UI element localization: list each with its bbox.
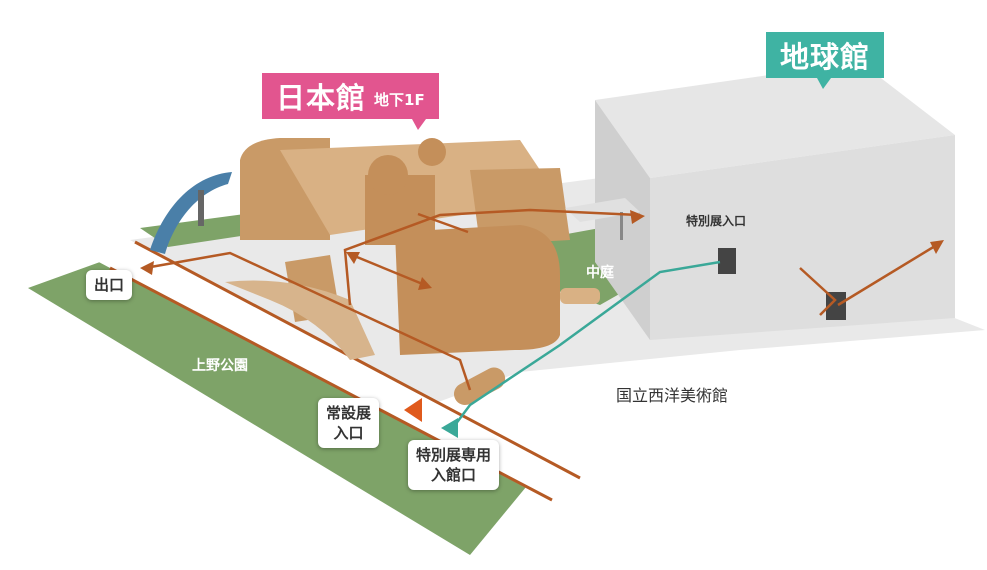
permanent-entrance-arrow	[404, 398, 422, 422]
route-chikyukan	[799, 267, 837, 316]
nihonkan-name: 日本館	[276, 81, 367, 115]
chikyukan-tag-pointer	[817, 78, 831, 89]
canopy	[565, 198, 640, 222]
chikyukan-tag: 地球館	[766, 32, 885, 78]
slide-post	[198, 190, 204, 226]
chikyukan-roof	[595, 62, 955, 178]
nihonkan-tag: 日本館 地下1F	[262, 73, 439, 119]
courtyard-label: 中庭	[586, 265, 614, 281]
route-chikyukan-diagonal	[837, 241, 941, 307]
special-only-arrow	[441, 418, 458, 438]
canopy-post	[620, 212, 623, 240]
route-permanent-inner	[343, 208, 641, 306]
nihonkan-dome-2	[418, 138, 446, 166]
permanent-entrance-label: 常設展 入口	[318, 398, 380, 448]
western-art-museum-label: 国立西洋美術館	[616, 386, 729, 405]
chikyukan-door	[826, 292, 846, 320]
nihonkan-wing-front	[395, 225, 560, 355]
special-only-line2: 入館口	[431, 466, 477, 484]
ueno-park-label: 上野公園	[192, 358, 248, 374]
permanent-entrance-line2: 入口	[333, 424, 364, 442]
route-arrow-special	[630, 210, 645, 224]
chikyukan-name: 地球館	[780, 40, 871, 74]
route-special	[454, 260, 721, 426]
special-entrance-label: 特別展入口	[680, 210, 752, 232]
nihonkan-floor: 地下1F	[374, 90, 425, 109]
route-double-arrow-head-a	[346, 252, 360, 264]
road-edge-top	[134, 240, 581, 480]
route-double-arrow	[351, 253, 426, 287]
nihonkan-ramp	[225, 280, 375, 360]
exit-text: 出口	[94, 276, 125, 294]
permanent-entrance-line1: 常設展	[326, 404, 372, 422]
route-double-arrow-upper	[417, 212, 469, 234]
special-only-entrance-label: 特別展専用 入館口	[408, 440, 500, 490]
nihonkan-block-right	[470, 168, 570, 245]
slide-structure	[150, 172, 232, 254]
route-double-arrow-head-b	[418, 277, 432, 290]
route-arrow-exit	[140, 261, 154, 275]
nihonkan-tag-pointer	[412, 119, 426, 130]
chikyukan-front	[650, 135, 955, 340]
route-arrow-chikyukan	[930, 240, 944, 254]
special-entrance-text: 特別展入口	[686, 214, 747, 228]
special-only-line1: 特別展専用	[416, 446, 492, 464]
road	[95, 242, 580, 498]
entrance-log	[453, 367, 506, 405]
exit-label: 出口	[86, 270, 133, 300]
route-permanent	[144, 251, 472, 391]
courtyard-hut	[560, 288, 600, 304]
special-entrance-door	[718, 248, 736, 274]
nihonkan-dome-1	[368, 155, 408, 195]
